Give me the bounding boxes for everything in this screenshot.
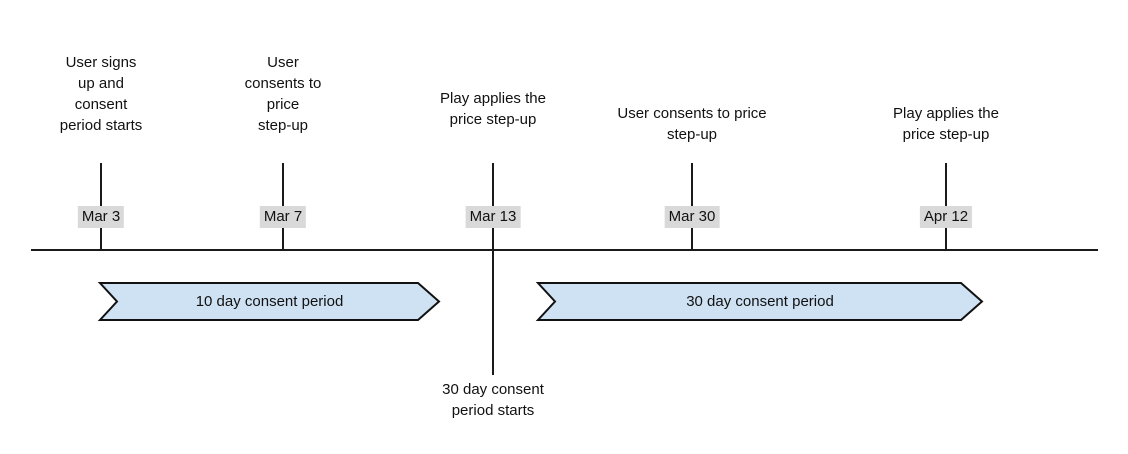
event-label-apply-2: Play applies the price step-up <box>893 105 999 143</box>
date-badge-mar-3: Mar 3 <box>77 206 125 228</box>
event-label-apply-1: Play applies the price step-up <box>440 90 546 128</box>
event-connector-line-extended <box>492 163 494 375</box>
event-label-consent-1: User consents to price step-up <box>244 54 322 134</box>
date-badge-mar-30: Mar 30 <box>664 206 720 228</box>
step-arrow-shape <box>97 282 441 321</box>
period-arrow-30-day: 30 day consent period <box>535 282 984 321</box>
period-arrow-10-day: 10 day consent period <box>97 282 441 321</box>
step-arrow-shape <box>535 282 984 321</box>
timeline-axis <box>31 249 1098 251</box>
date-badge-apr-12: Apr 12 <box>919 206 973 228</box>
date-badge-mar-13: Mar 13 <box>465 206 521 228</box>
date-badge-mar-7: Mar 7 <box>259 206 307 228</box>
note-30-day-period-starts: 30 day consent period starts <box>442 381 544 419</box>
period-label-30-day: 30 day consent period <box>686 293 834 310</box>
event-label-signup: User signs up and consent period starts <box>59 54 143 134</box>
period-label-10-day: 10 day consent period <box>195 293 344 310</box>
event-label-consent-2: User consents to price step-up <box>617 105 767 143</box>
